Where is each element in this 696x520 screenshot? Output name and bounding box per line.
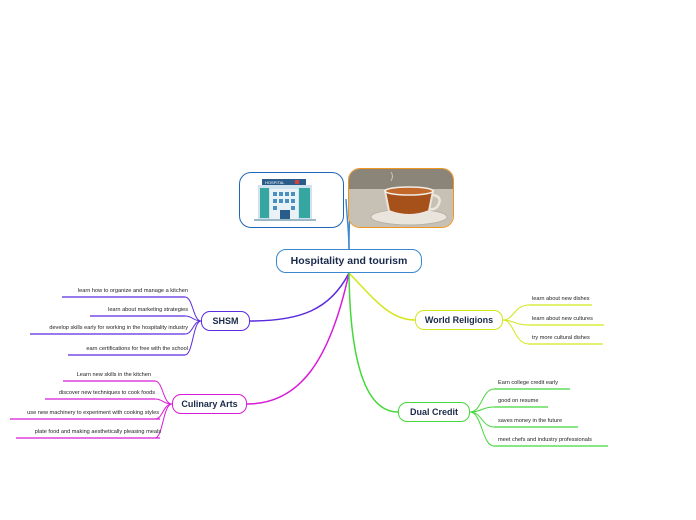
shsm-leaf-3[interactable]: develop skills early for working in the … (49, 325, 188, 331)
culinary-leaf-underlines (10, 380, 160, 439)
dual-leaf-1[interactable]: Earn college credit early (498, 380, 559, 386)
hospital-image: HOSPITAL (239, 172, 344, 228)
shsm-leaf-connectors (184, 296, 202, 356)
shsm-leaf-1[interactable]: learn how to organize and manage a kitch… (77, 288, 188, 294)
shsm-leaf-2[interactable]: learn about marketing strategies (108, 307, 188, 313)
connector-central-religions (348, 272, 416, 321)
branch-culinary-arts[interactable]: Culinary Arts (172, 394, 247, 414)
tea-cup-icon (349, 169, 453, 227)
religions-leaf-1[interactable]: learn about new dishes (532, 296, 590, 302)
tea-cup-image (348, 168, 454, 228)
hospital-building-icon: HOSPITAL (254, 179, 316, 221)
dual-leaf-connectors (469, 388, 495, 447)
connector-central-shsm (249, 272, 350, 322)
religions-leaf-2[interactable]: learn about new cultures (532, 316, 593, 322)
shsm-leaf-underlines (30, 296, 185, 356)
culinary-leaf-2[interactable]: discover new techniques to cook foods (58, 390, 155, 396)
culinary-leaf-4[interactable]: plate food and making aesthetically plea… (34, 429, 161, 435)
religions-leaf-connectors (502, 304, 530, 345)
connector-central-dual (348, 272, 399, 413)
religions-leaf-3[interactable]: try more cultural dishes (532, 335, 590, 341)
branch-dual-credit[interactable]: Dual Credit (398, 402, 470, 422)
dual-leaf-underlines (494, 388, 608, 447)
branch-world-religions[interactable]: World Religions (415, 310, 503, 330)
central-topic[interactable]: Hospitality and tourism (276, 249, 422, 273)
dual-leaf-2[interactable]: good on resume (498, 398, 539, 404)
dual-leaf-3[interactable]: saves money in the future (498, 418, 563, 424)
shsm-leaf-4[interactable]: earn certifications for free with the sc… (86, 346, 188, 352)
branch-shsm[interactable]: SHSM (201, 311, 250, 331)
connector-central-culinary (246, 272, 350, 405)
culinary-leaf-1[interactable]: Learn new skills in the kitchen (76, 372, 151, 378)
hospital-sign: HOSPITAL (265, 180, 285, 185)
culinary-leaf-3[interactable]: use new machinery to experiment with coo… (27, 410, 159, 416)
dual-leaf-4[interactable]: meet chefs and industry professionals (498, 437, 592, 443)
religions-leaf-underlines (529, 304, 604, 345)
